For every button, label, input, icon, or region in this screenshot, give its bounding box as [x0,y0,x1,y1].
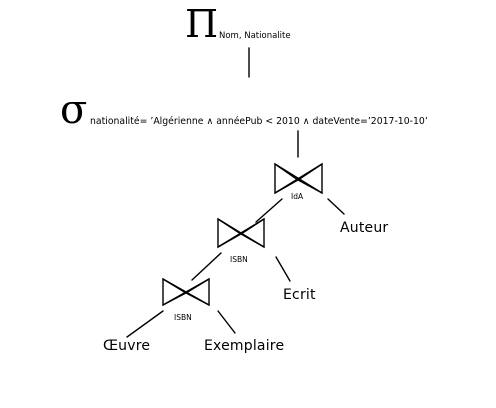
projection-attributes: Nom, Nationalite [219,31,291,41]
edge-join-ida-auteur [327,198,345,215]
projection-symbol: Π [185,2,219,46]
join-attribute-ida: IdA [291,192,304,201]
join-attribute-isbn-2: ISBN [174,313,192,322]
join-attribute-isbn-1: ISBN [230,255,248,264]
edge-join-ida-join-isbn-1 [255,198,283,223]
edge-join-isbn-2-exemplaire [217,310,236,334]
edge-join-isbn-2-oeuvre [126,310,164,338]
relation-ecrit: Ecrit [283,287,316,303]
selection-symbol: σ [60,87,88,133]
relation-oeuvre: Œuvre [103,338,151,354]
join-icon-isbn-1 [217,217,265,249]
edge-join-isbn-1-ecrit [275,256,291,282]
join-icon-ida [274,162,323,195]
join-icon-isbn-2 [162,277,210,307]
selection-condition: nationalité= ’Algérienne ∧ annéePub < 20… [90,116,428,127]
edge-join-isbn-1-join-isbn-2 [191,252,222,281]
relation-exemplaire: Exemplaire [204,338,285,354]
relation-auteur: Auteur [340,220,389,236]
